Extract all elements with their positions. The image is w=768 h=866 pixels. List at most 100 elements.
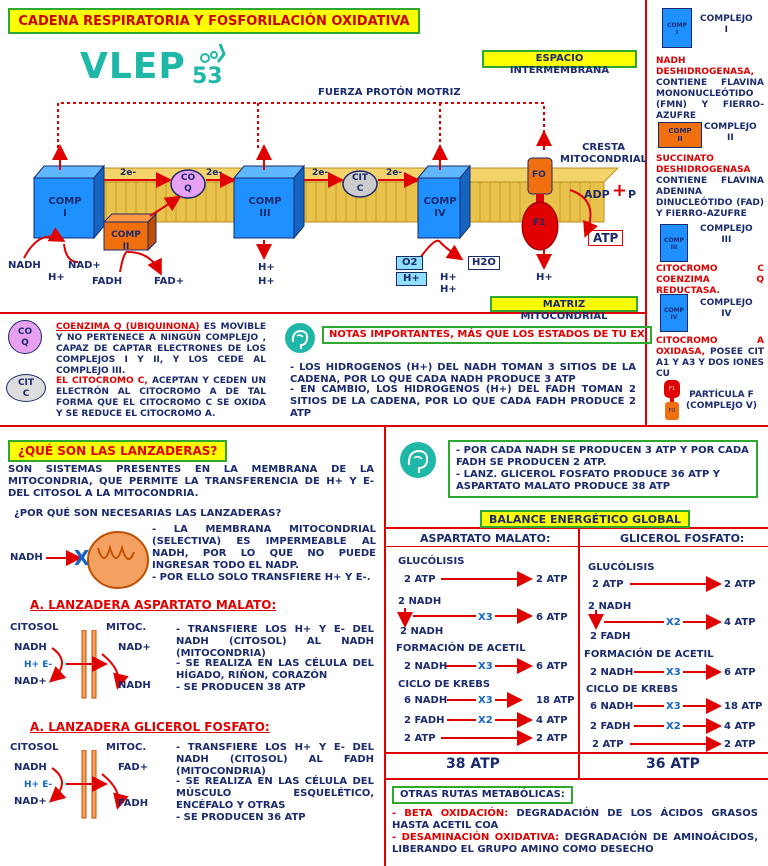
note-cit-body: ACEPTAN Y CEDEN UN ELECTRÓN AL CITOCROMO… [56,376,266,419]
important-2: - EN CAMBIO, LOS HIDROGENOS (H+) DEL FAD… [290,384,636,419]
divider-other [385,778,768,780]
legend-c5-shape: F1 FO [664,380,680,420]
left-k2x: X2 [476,715,495,727]
adp-label: ADP [584,188,610,201]
legend-c3-desc: CITOCROMO C COENZIMA Q REDUCTASA. [656,264,764,296]
other-desam: - DESAMINACIÓN OXIDATIVA: DEGRADACIÓN DE… [392,832,758,856]
note-cit-text: EL CITOCROMO C, ACEPTAN Y CEDEN UN ELECT… [56,376,266,420]
lanz-g-nadp: NAD+ [14,796,47,807]
divider-right-top [645,0,647,425]
legend-c1-title: COMPLEJO I [700,14,753,35]
lanz-g-diagram [49,750,129,819]
left-head: ASPARTATO MALATO: [420,532,551,545]
note-cit-circle: CIT C [6,374,46,402]
right-g1b: 2 ATP [724,579,756,590]
note-cit-red: EL CITOCROMO C, [56,376,148,386]
other-beta-red: - BETA OXIDACIÓN: [392,808,509,819]
other-title: OTRAS RUTAS METABÓLICAS: [392,786,573,804]
note-cit-label: CIT C [17,378,35,399]
lanz-g-he: H+ E- [24,780,53,790]
divider-center [384,425,386,866]
left-glu: GLUCÓLISIS [398,556,465,567]
electron-chain-diagram [23,102,620,276]
legend-c1-black: CONTIENE FLAVINA MONONUCLEÓTIDO (FMN) Y … [656,78,764,121]
nadp-label: NAD+ [68,260,101,271]
right-g2x: X2 [664,617,683,629]
lanz-a-t2: - SE REALIZA EN LAS CÉLULA DEL HÍGADO, R… [176,658,374,681]
note-coq-label: CO Q [17,327,33,348]
lanz-g-t1: - TRANSFIERE LOS H+ Y E- DEL NADH (CITOS… [176,742,374,777]
vlep-logo: VLEP 53 [80,43,230,96]
coq-label: CO Q [180,173,196,194]
matriz-label: MATRIZ MITOCONDRIAL [490,296,638,322]
lanz-why-title: ¿POR QUÉ SON NECESARIAS LAS LANZADERAS? [14,508,282,519]
legend-c2-desc: SUCCINATO DESHIDROGENASA CONTIENE FLAVIN… [656,154,764,220]
legend-c2-box: COMP II [658,122,702,148]
left-k1r: 18 ATP [536,695,575,706]
legend-c4-black: POSEE CIT A1 Y A3 Y DOS IONES CU [656,347,764,379]
right-ax: X3 [664,667,683,679]
left-total: 38 ATP [446,756,500,772]
left-k1: 6 NADH [404,695,448,706]
cresta-label: CRESTA MITOCONDRIAL [560,142,648,165]
right-a1: 2 NADH [590,667,634,678]
right-a2: 6 ATP [724,667,756,678]
note-coq-body: ES MOVIBLE Y NO PERTENECE A NINGÚN COMPL… [56,322,266,376]
left-g1a: 2 ATP [404,574,436,585]
fo-label: FO [532,170,546,180]
complex-4-cube [416,164,472,240]
lanz-g-fadh: FADH [118,798,149,809]
atp-synthase [521,157,559,251]
fadp-label: FAD+ [154,276,185,287]
lanz-g-t3: - SE PRODUCEN 36 ATP [176,812,306,823]
logo-number: 53 [192,64,223,89]
e-label-1: 2e- [120,168,137,178]
right-k2: 2 FADH [590,721,631,732]
lanz-a-mitoc: MITOC. [106,622,147,633]
legend-c2-black: CONTIENE FLAVINA ADENINA DINUCLEÓTIDO (F… [656,176,764,219]
lanz-a-title: A. LANZADERA ASPARTATO MALATO: [30,598,277,612]
right-k2x: X2 [664,721,683,733]
legend-c2-red: SUCCINATO DESHIDROGENASA [656,154,751,175]
legend-c3-box-label: COMP III [664,237,684,251]
right-balance-arrows [588,576,722,752]
p-label: P [628,188,637,201]
right-g1a: 2 ATP [592,579,624,590]
left-acet: FORMACIÓN DE ACETIL [396,643,526,654]
left-g2a: 2 NADH [398,596,442,607]
right-g2a: 2 NADH [588,601,632,612]
right-glu: GLUCÓLISIS [588,562,655,573]
right-total: 36 ATP [646,756,700,772]
comp3-label: COMP III [248,196,282,219]
lanz-g-t2: - SE REALIZA EN LAS CÉLULA DEL MÚSCULO E… [176,776,374,811]
citc-label: CIT C [351,173,369,194]
legend-c1-desc: NADH DESHIDROGENASA, CONTIENE FLAVINA MO… [656,56,764,122]
h-label-3b: H+ [258,276,275,287]
other-beta: - BETA OXIDACIÓN: DEGRADACIÓN DE LOS ÁCI… [392,808,758,832]
divider-balance [385,527,768,529]
balance-title: BALANCE ENERGÉTICO GLOBAL [480,510,690,528]
right-krebs: CICLO DE KREBS [586,684,679,695]
left-k2r: 4 ATP [536,715,568,726]
legend-c1-box-label: COMP I [667,22,687,36]
lanz-a-citosol: CITOSOL [10,622,59,633]
left-g1b: 2 ATP [536,574,568,585]
legend-c4-box-label: COMP IV [664,307,684,321]
legend-c5-title: PARTÍCULA F (COMPLEJO V) [686,390,758,411]
left-a2: 6 ATP [536,661,568,672]
important-title: NOTAS IMPORTANTES, MÁS QUE LOS ESTADOS D… [322,326,652,344]
right-g2c: 4 ATP [724,617,756,628]
lanz-a-nadh: NADH [14,642,47,653]
lanz-a-diagram [49,630,129,699]
fadh-label: FADH [92,276,123,287]
left-k2: 2 FADH [404,715,445,726]
legend-c5-f1: F1 [664,380,680,398]
legend-c1-red: NADH DESHIDROGENASA, [656,56,755,77]
comp2-label: COMP II [111,230,141,252]
lanz-g-mitoc: MITOC. [106,742,147,753]
lanz-g-fadp: FAD+ [118,762,149,773]
legend-c4-red: CITOCROMO A OXIDASA, [656,336,764,357]
brain-icon-2 [400,442,436,478]
f1-label: F1 [533,218,546,228]
lanz-a-he: H+ E- [24,660,53,670]
